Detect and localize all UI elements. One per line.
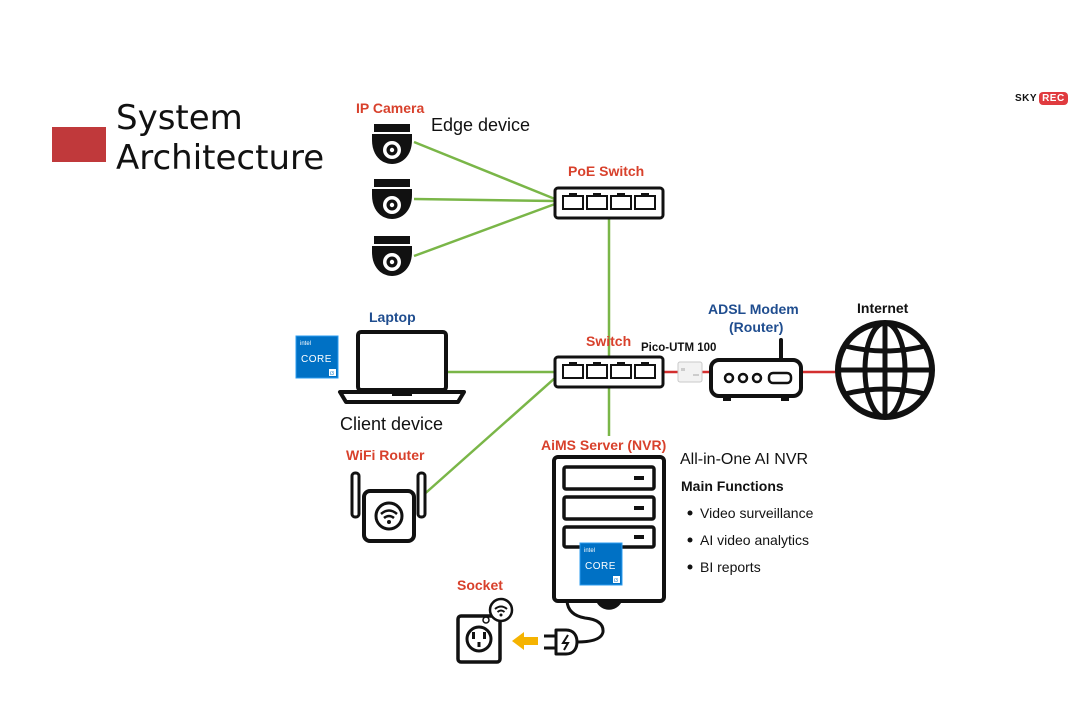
intel-tier-text: i3 (614, 578, 618, 584)
intel-tier-text: i3 (330, 371, 334, 377)
aims-server-label: AiMS Server (NVR) (541, 437, 666, 453)
wifi-router-label: WiFi Router (346, 447, 425, 463)
smart-socket-icon (456, 597, 514, 664)
intel-brand-text: intel (584, 548, 595, 554)
wifi-router-icon (350, 471, 427, 543)
nvr-main-functions-heading: Main Functions (681, 478, 784, 494)
intel-core-text: CORE (301, 354, 332, 365)
adsl-modem-label-line-2: (Router) (729, 319, 783, 335)
poe-switch-label: PoE Switch (568, 163, 644, 179)
logo-part-rec: REC (1039, 91, 1068, 105)
page-title: System Architecture (116, 98, 324, 178)
link-camera1-poe (413, 140, 556, 201)
switch-label: Switch (586, 333, 631, 349)
link-wifi-switch (419, 377, 556, 499)
nvr-function-item: AI video analytics (700, 532, 809, 548)
title-accent-bar (52, 127, 106, 162)
nvr-function-item: BI reports (700, 559, 761, 575)
laptop-label: Laptop (369, 309, 416, 325)
nvr-heading: All-in-One AI NVR (680, 451, 808, 468)
ip-camera-1-icon (372, 124, 412, 164)
pico-utm-device-icon (677, 361, 703, 383)
connections (413, 140, 840, 499)
adsl-modem-label-line-1: ADSL Modem (708, 301, 799, 317)
intel-core-text: CORE (585, 561, 616, 572)
logo-part-sky: SKY (1015, 92, 1038, 104)
link-camera3-poe (413, 202, 556, 258)
link-camera2-poe (413, 197, 556, 203)
ip-camera-3-icon (372, 236, 412, 276)
internet-label: Internet (857, 300, 909, 316)
client-device-label: Client device (340, 414, 443, 434)
ip-camera-2-icon (372, 179, 412, 219)
edge-device-label: Edge device (431, 115, 530, 135)
socket-label: Socket (457, 577, 503, 593)
page-title-line-1: System (116, 98, 243, 138)
skyrec-logo: SKY REC (1015, 90, 1068, 106)
adsl-modem-icon (709, 338, 803, 401)
plug-in-arrow-icon (512, 632, 538, 650)
nvr-function-list: Video surveillance AI video analytics BI… (687, 505, 814, 575)
laptop-icon (338, 330, 466, 404)
ip-camera-label: IP Camera (356, 100, 424, 116)
intel-core-badge-laptop: intel CORE i3 (295, 335, 339, 379)
power-plug-icon (544, 628, 579, 656)
pico-utm-label: Pico-UTM 100 (641, 342, 716, 354)
intel-brand-text: intel (300, 341, 311, 347)
nvr-function-item: Video surveillance (700, 505, 814, 521)
internet-globe-icon (835, 320, 935, 420)
poe-switch-icon (553, 186, 665, 220)
power-cable (565, 600, 605, 644)
aims-server-icon (552, 455, 666, 610)
switch-icon (553, 355, 665, 389)
intel-core-badge-server: intel CORE i3 (579, 542, 623, 586)
page-title-line-2: Architecture (116, 138, 325, 178)
